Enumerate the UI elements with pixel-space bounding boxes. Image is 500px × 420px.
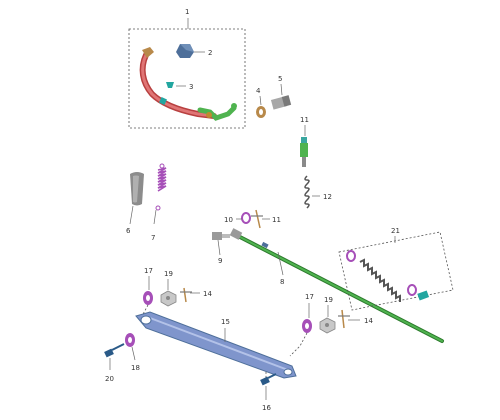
washer: [256, 106, 266, 118]
bolt-16: [260, 373, 277, 386]
cotter-pin-14-right: [338, 309, 350, 329]
callout-13: 12: [323, 193, 332, 201]
ring-18: [125, 333, 135, 347]
connector: [300, 137, 308, 167]
bolt-5: [270, 95, 292, 110]
callout-20: 20: [105, 375, 114, 383]
callout-1: 1: [185, 8, 189, 16]
callout-12: 11: [300, 116, 309, 124]
callout-18: 18: [131, 364, 140, 372]
callout-9: 9: [218, 257, 222, 265]
callout-17-right: 17: [305, 293, 314, 301]
bolt-20: [104, 343, 125, 358]
callout-3: 3: [189, 83, 193, 91]
screw-9: [212, 232, 230, 240]
linkage-bar: [135, 311, 297, 379]
callout-8: 8: [280, 278, 284, 286]
knob: [176, 44, 194, 58]
callout-5: 5: [278, 75, 282, 83]
repair-kit-box: [338, 231, 454, 311]
nut-19-left: [160, 290, 177, 307]
ring-10: [241, 212, 251, 224]
nut-19-right: [319, 317, 336, 334]
spring-small: [304, 175, 310, 209]
callout-15: 15: [221, 318, 230, 326]
callout-21: 21: [391, 227, 400, 235]
callout-19-left: 19: [164, 270, 173, 278]
ring-17-right: [302, 319, 312, 333]
callout-17-left: 17: [144, 267, 153, 275]
sleeve: [130, 172, 144, 206]
callout-6: 7: [151, 234, 155, 242]
shift-cable: [139, 47, 237, 121]
callout-2: 2: [208, 49, 212, 57]
callout-7: 6: [126, 227, 131, 235]
callout-19-right: 19: [324, 296, 333, 304]
ring-17-left: [143, 291, 153, 305]
spring: [155, 163, 167, 211]
clip: [166, 82, 174, 88]
callout-11: 11: [272, 216, 281, 224]
cotter-pin-14-left: [180, 287, 192, 303]
callout-16: 16: [262, 404, 271, 412]
callout-14-right: 14: [364, 317, 373, 325]
cotter-pin-11: [251, 209, 263, 229]
callout-4: 4: [256, 87, 261, 95]
callout-14-left: 14: [203, 290, 212, 298]
push-rod: [229, 228, 444, 343]
callout-10: 10: [224, 216, 233, 224]
group-box-1: [128, 28, 246, 129]
